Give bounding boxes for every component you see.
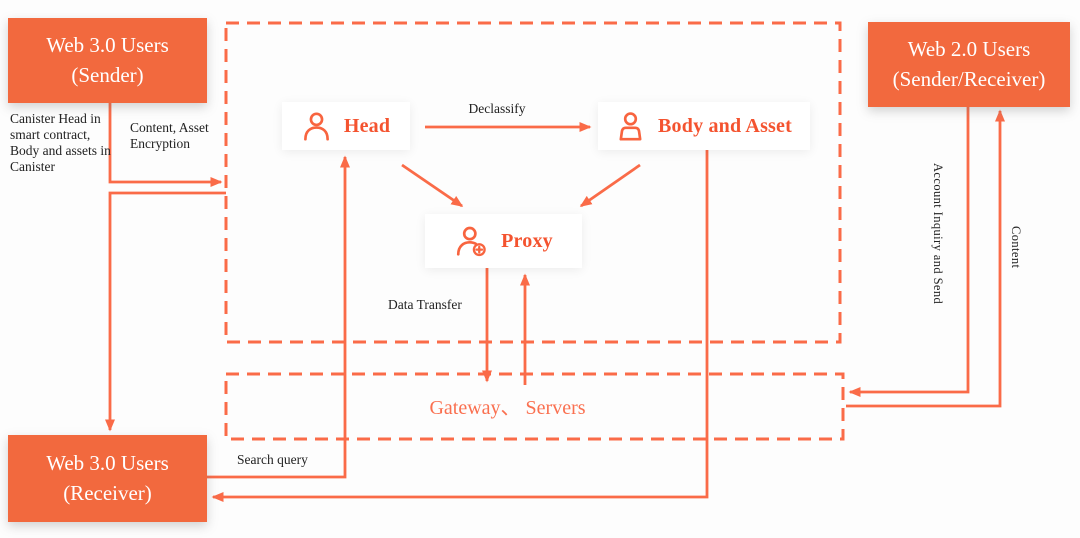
content-encryption-label: Content, Asset Encryption xyxy=(130,120,209,151)
node-web2-users: Web 2.0 Users (Sender/Receiver) xyxy=(868,22,1070,107)
node-web3-sender-line2: (Sender) xyxy=(71,62,144,87)
node-body-asset: Body and Asset xyxy=(598,102,810,150)
node-head-label: Head xyxy=(343,114,391,137)
node-web2-users-line2: (Sender/Receiver) xyxy=(892,66,1046,91)
node-web3-sender-line1: Web 3.0 Users xyxy=(46,33,169,58)
declassify-label: Declassify xyxy=(468,101,526,116)
node-web3-sender: Web 3.0 Users (Sender) xyxy=(8,18,207,103)
encrypted-zone-dashed-box xyxy=(224,21,842,344)
node-proxy-label: Proxy xyxy=(501,229,553,252)
user-outline-icon xyxy=(302,111,331,142)
node-web3-receiver-line2: (Receiver) xyxy=(63,480,152,505)
node-web2-users-line1: Web 2.0 Users xyxy=(907,37,1031,62)
edge-body-to-proxy xyxy=(579,163,641,208)
node-web3-receiver: Web 3.0 Users (Receiver) xyxy=(8,435,207,522)
node-web3-receiver-line1: Web 3.0 Users xyxy=(46,451,169,476)
data-transfer-label: Data Transfer xyxy=(388,297,462,312)
content-label: Content xyxy=(1009,226,1023,269)
edge-head-to-proxy xyxy=(401,163,464,208)
edge-gateway-to-web2 xyxy=(846,109,1005,408)
gateway-servers-label: Gateway、 Servers xyxy=(429,397,586,419)
node-proxy: Proxy xyxy=(425,214,582,268)
node-head: Head xyxy=(282,102,410,150)
canister-note-label: Canister Head in smart contract, Body an… xyxy=(10,111,111,174)
search-query-label: Search query xyxy=(237,452,308,467)
account-inquiry-label: Account Inquiry and Send xyxy=(931,163,945,305)
edge-search-query xyxy=(207,155,350,479)
edge-canister-to-receiver xyxy=(105,191,226,432)
edge-web2-to-gateway xyxy=(848,107,970,397)
user-add-icon xyxy=(454,225,488,258)
edge-body-to-receiver xyxy=(211,150,709,502)
user-body-icon xyxy=(616,111,645,142)
node-body-asset-label: Body and Asset xyxy=(658,114,792,137)
